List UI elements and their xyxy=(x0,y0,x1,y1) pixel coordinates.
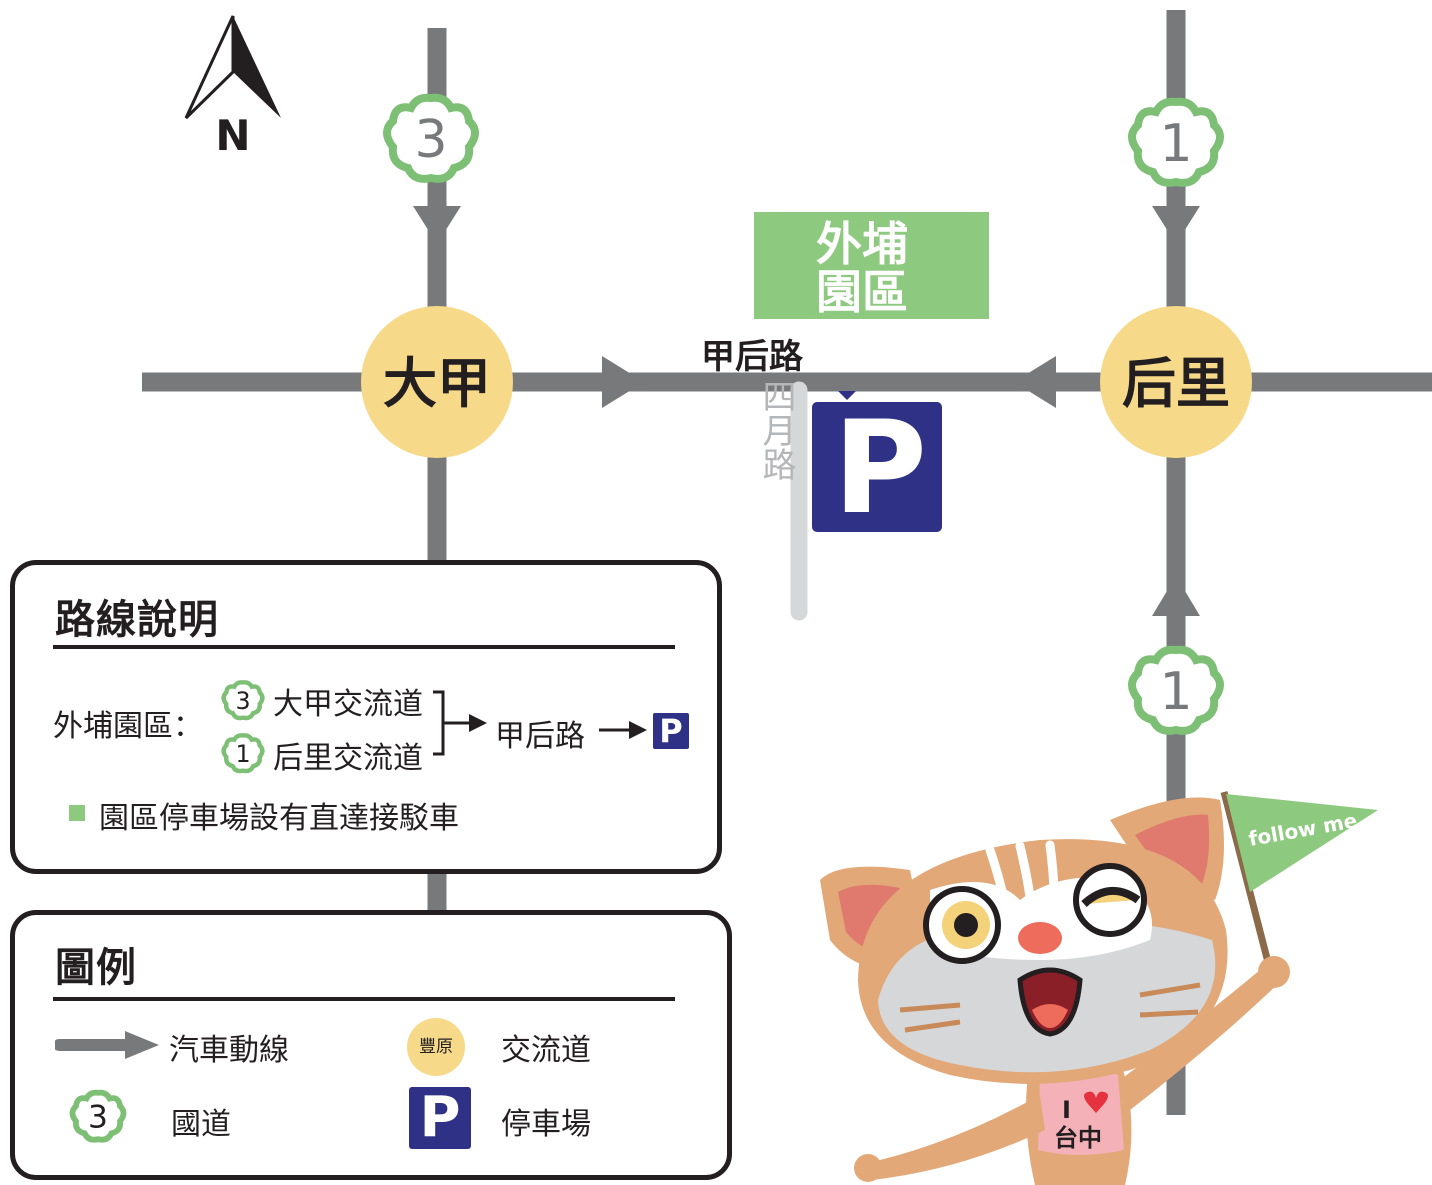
route-line-legend-icon xyxy=(55,1031,159,1059)
park-sign-line1: 外埔 xyxy=(816,217,908,271)
note-bullet-icon xyxy=(69,805,85,821)
mascot-whisker-stripes xyxy=(899,982,1201,1033)
freeway-shield-3-top: 3 xyxy=(387,98,475,179)
parking-icon-letter: P xyxy=(659,712,683,750)
parking-letter: P xyxy=(833,394,927,543)
waipu-park-sign: 外埔 園區 xyxy=(754,212,989,319)
mascot-nose xyxy=(1018,922,1062,954)
freeway-shield-number: 1 xyxy=(1159,662,1192,722)
parking-legend-letter: P xyxy=(419,1085,461,1150)
parking-marker: P xyxy=(812,391,942,543)
route-destination-prefix: 外埔園區： xyxy=(53,709,203,744)
route-option-dajia: 大甲交流道 xyxy=(273,687,423,722)
mascot-raised-paw xyxy=(1258,956,1290,988)
compass-needle-right-icon xyxy=(233,16,281,118)
compass-needle-left-icon xyxy=(184,15,235,120)
flag-pole xyxy=(1220,791,1274,971)
mascot-shirt xyxy=(1038,1067,1124,1155)
legend-route-line-label: 汽車動線 xyxy=(169,1033,289,1068)
route-via-road: 甲后路 xyxy=(495,719,585,754)
mascot-right-ear-inner xyxy=(1135,814,1210,884)
mascot-left-pupil xyxy=(954,913,978,937)
freeway-shield-1-top: 1 xyxy=(1132,102,1220,183)
compass-label: N xyxy=(215,111,250,160)
mascot-raised-arm xyxy=(1120,966,1282,1110)
park-sign-line2: 園區 xyxy=(816,265,908,319)
freeway-shield-1-bottom: 1 xyxy=(1132,650,1220,731)
freeway-shield-number: 1 xyxy=(1159,114,1192,174)
legend-panel: 圖例 汽車動線 豐原 交流道 3 國道 P 停車場 xyxy=(10,910,732,1180)
freeway-shield-number: 1 xyxy=(235,740,250,768)
flag-pennant-icon xyxy=(1226,794,1378,892)
legend-panel-title: 圖例 xyxy=(55,945,137,991)
heart-icon xyxy=(1084,1091,1108,1113)
mascot-tongue xyxy=(1032,1004,1068,1028)
legend-parking-label: 停車場 xyxy=(501,1107,591,1142)
legend-freeway-label: 國道 xyxy=(171,1107,231,1142)
route-panel-title: 路線說明 xyxy=(55,597,219,643)
route-arrows xyxy=(413,206,1200,616)
shirt-city: 台中 xyxy=(1054,1124,1102,1152)
interchange-legend-icon: 豐原 xyxy=(407,1018,465,1076)
route-description-panel: 路線說明 外埔園區： 3 大甲交流道 1 后里交流道 甲后路 P 園區停車場設有… xyxy=(10,560,722,874)
interchange-dajia: 大甲 xyxy=(361,306,513,458)
leopard-cat-mascot: follow me I 台中 xyxy=(820,791,1378,1185)
freeway-shield-3-icon: 3 xyxy=(221,678,265,722)
merge-bracket-arrow-icon xyxy=(433,690,487,756)
parking-icon: P xyxy=(653,713,689,749)
parking-pointer-icon xyxy=(838,391,856,400)
legend-panel-divider xyxy=(53,997,675,1001)
parking-sign-icon xyxy=(812,402,942,532)
route-arrow-right-icon xyxy=(599,721,647,739)
siyue-road-label: 四月路 xyxy=(756,379,796,481)
mascot-mouth xyxy=(1017,967,1083,1037)
route-panel-divider xyxy=(53,645,675,649)
interchange-label: 大甲 xyxy=(383,352,491,415)
freeway-shield-1-icon: 1 xyxy=(221,731,265,775)
jiahou-road-label: 甲后路 xyxy=(701,337,804,377)
mascot-lower-arm xyxy=(871,1095,1045,1180)
parking-legend-icon: P xyxy=(409,1087,471,1149)
freeway-shield-number: 3 xyxy=(88,1100,108,1136)
arrow-down-houli-icon xyxy=(1152,206,1200,244)
shuttle-note: 園區停車場設有直達接駁車 xyxy=(99,801,459,836)
mascot-lower-paw xyxy=(854,1154,882,1182)
mascot-right-eye-wink xyxy=(1081,886,1141,908)
arrow-down-dajia-icon xyxy=(413,206,461,244)
arrow-right-dajia-icon xyxy=(602,356,644,408)
interchange-label: 后里 xyxy=(1122,352,1230,415)
interchange-legend-sample: 豐原 xyxy=(419,1037,453,1057)
route-option-houli: 后里交流道 xyxy=(273,741,423,776)
arrow-up-houli-icon xyxy=(1152,576,1200,616)
interchange-houli: 后里 xyxy=(1100,306,1252,458)
legend-interchange-label: 交流道 xyxy=(501,1033,591,1068)
freeway-shield-legend-icon: 3 xyxy=(69,1087,127,1145)
freeway-shield-number: 3 xyxy=(414,110,447,170)
shirt-letter-i: I xyxy=(1062,1096,1071,1124)
north-compass: N xyxy=(184,15,281,160)
freeway-shield-number: 3 xyxy=(235,687,250,715)
arrow-left-houli-icon xyxy=(1014,356,1056,408)
